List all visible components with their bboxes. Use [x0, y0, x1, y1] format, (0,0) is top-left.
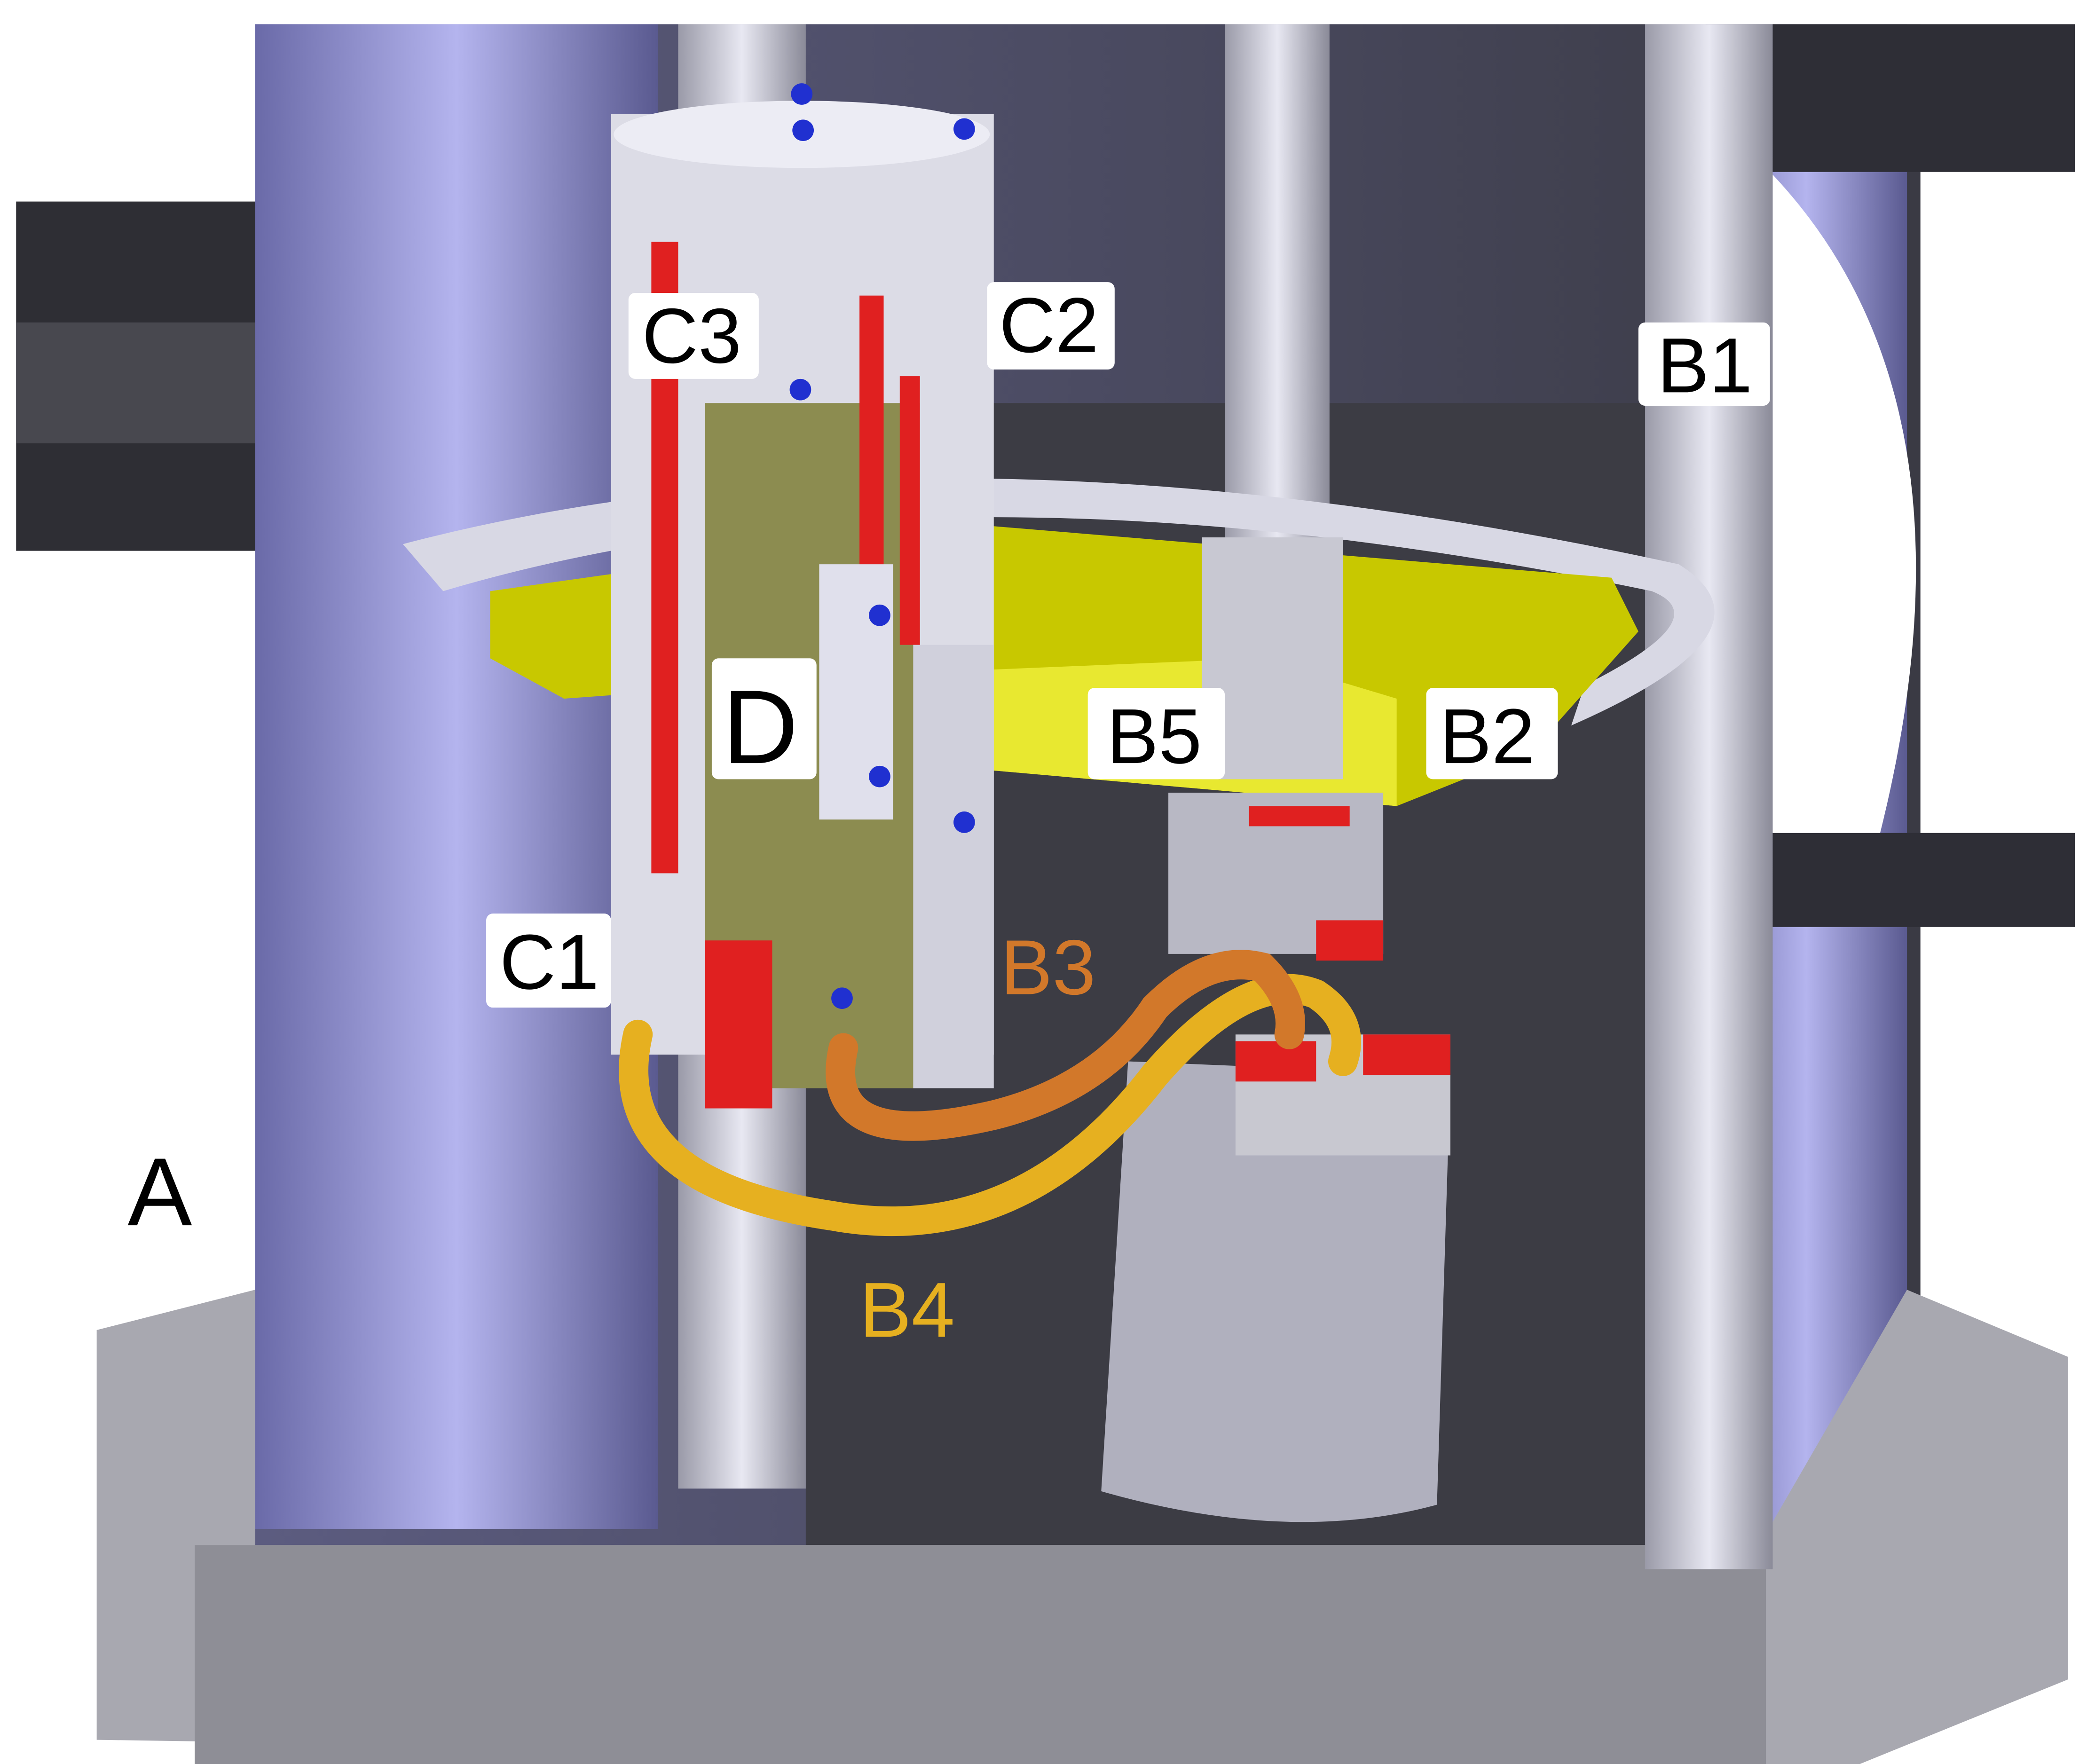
svg-text:B2: B2 [1440, 693, 1535, 780]
red-connector [705, 940, 772, 1109]
label-b5: B5 [1087, 688, 1225, 780]
chamber-wall-left [255, 24, 658, 1529]
ring [402, 478, 1715, 726]
label-c3: C3 [628, 293, 759, 380]
label-b2: B2 [1426, 688, 1558, 780]
label-b3: B3 [1000, 924, 1096, 1011]
svg-text:C2: C2 [999, 282, 1099, 369]
label-d: D [711, 658, 817, 786]
label-c2: C2 [987, 282, 1115, 370]
svg-text:B1: B1 [1657, 322, 1753, 409]
rod-center [1225, 24, 1330, 548]
side-block [913, 645, 994, 1088]
svg-text:B5: B5 [1107, 693, 1202, 780]
port-opening-right [1772, 174, 1916, 833]
svg-text:C3: C3 [642, 293, 741, 380]
cable-b4 [619, 974, 1361, 1236]
base-plate [195, 1545, 1766, 1764]
sample-arm [1202, 537, 1343, 780]
rod-b1 [1645, 24, 1773, 1569]
lower-cylinder [1101, 1061, 1450, 1522]
connector-red-left [1235, 1041, 1316, 1082]
connector-red-right [1363, 1034, 1450, 1075]
stage-red-bottom [1316, 920, 1384, 961]
svg-text:C1: C1 [500, 919, 599, 1006]
label-c1: C1 [486, 914, 611, 1008]
label-a: A [127, 1138, 192, 1246]
screws [789, 83, 975, 1009]
label-b1: B1 [1638, 322, 1770, 409]
label-b4: B4 [859, 1267, 955, 1354]
svg-text:D: D [723, 669, 798, 786]
stage-red-top [1249, 806, 1350, 827]
cable-b3 [826, 950, 1305, 1141]
side-tube-inner [16, 322, 271, 444]
red-rod-3 [899, 376, 920, 645]
